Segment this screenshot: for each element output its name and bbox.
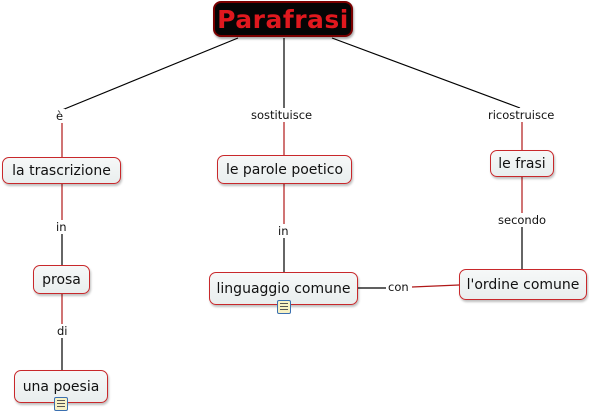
link-label-di: di [55,324,70,338]
link-label-sostituisce: sostituisce [249,108,315,122]
node-le-frasi[interactable]: le frasi [490,150,554,177]
root-node-parafrasi[interactable]: Parafrasi [213,1,353,37]
node-le-parole-poetico[interactable]: le parole poetico [217,155,352,184]
line-root-ricostruisce [331,37,521,109]
link-label-con: con [386,280,411,294]
node-prosa[interactable]: prosa [33,265,90,294]
link-label-in: in [54,220,69,234]
link-label-secondo: secondo [496,213,549,227]
link-label-e: è [54,109,66,123]
link-label-ricostruisce: ricostruisce [486,108,557,122]
line-ordine-con [411,284,460,288]
note-icon[interactable] [277,300,291,314]
note-icon[interactable] [54,397,68,411]
node-la-trascrizione[interactable]: la trascrizione [2,157,121,184]
link-label-in: in [276,224,291,238]
node-l-ordine-comune[interactable]: l'ordine comune [459,269,587,300]
line-root-e [61,37,239,111]
node-linguaggio-comune[interactable]: linguaggio comune [209,272,358,305]
